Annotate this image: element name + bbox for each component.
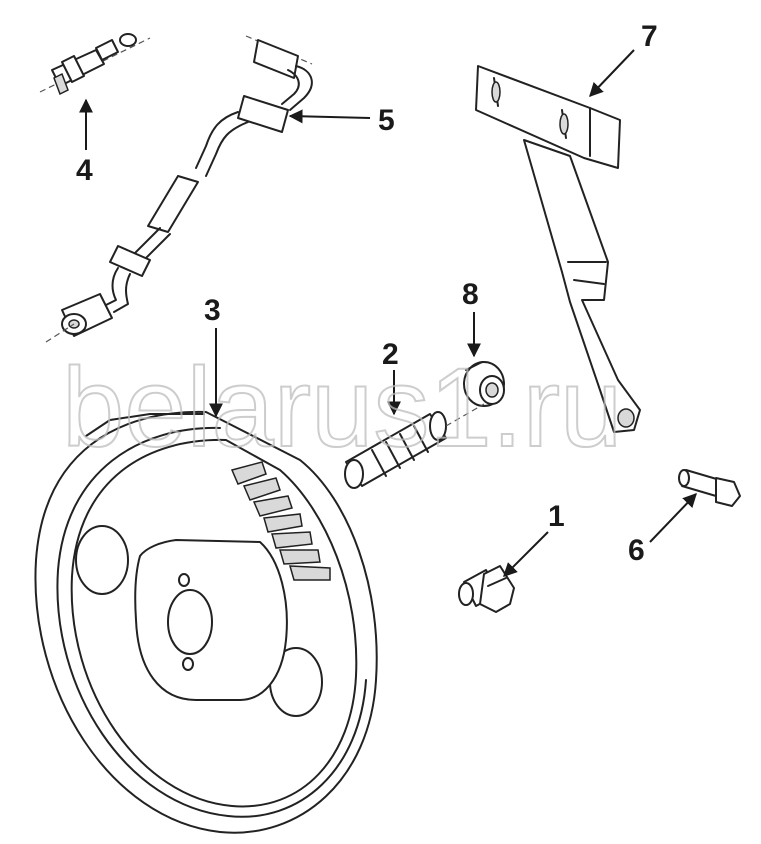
part-4-fitting [39,33,151,96]
gear-teeth [230,461,331,581]
part-1-bolt [458,565,515,613]
callout-4: 4 [76,154,93,187]
part-6-small-bolt [678,469,741,507]
watermark-text: belarus1.ru [62,345,622,470]
callout-labels: 7 5 4 8 2 3 1 6 [76,20,658,567]
callout-7: 7 [641,20,658,53]
callout-2: 2 [382,338,399,371]
part-8-washer [463,361,505,407]
callout-3: 3 [204,294,221,327]
callout-5: 5 [378,104,395,137]
leader-lines [79,49,697,577]
part-5-fuel-pipe [45,35,313,343]
part-2-stud [344,403,485,489]
callout-6: 6 [628,534,645,567]
leader-5 [288,109,371,124]
callout-8: 8 [462,278,479,311]
part-3-gear [34,410,378,834]
callout-1: 1 [548,500,565,533]
leader-6 [649,492,697,543]
part-7-bracket [475,65,641,433]
leader-7 [589,49,635,98]
leader-1 [503,531,549,577]
